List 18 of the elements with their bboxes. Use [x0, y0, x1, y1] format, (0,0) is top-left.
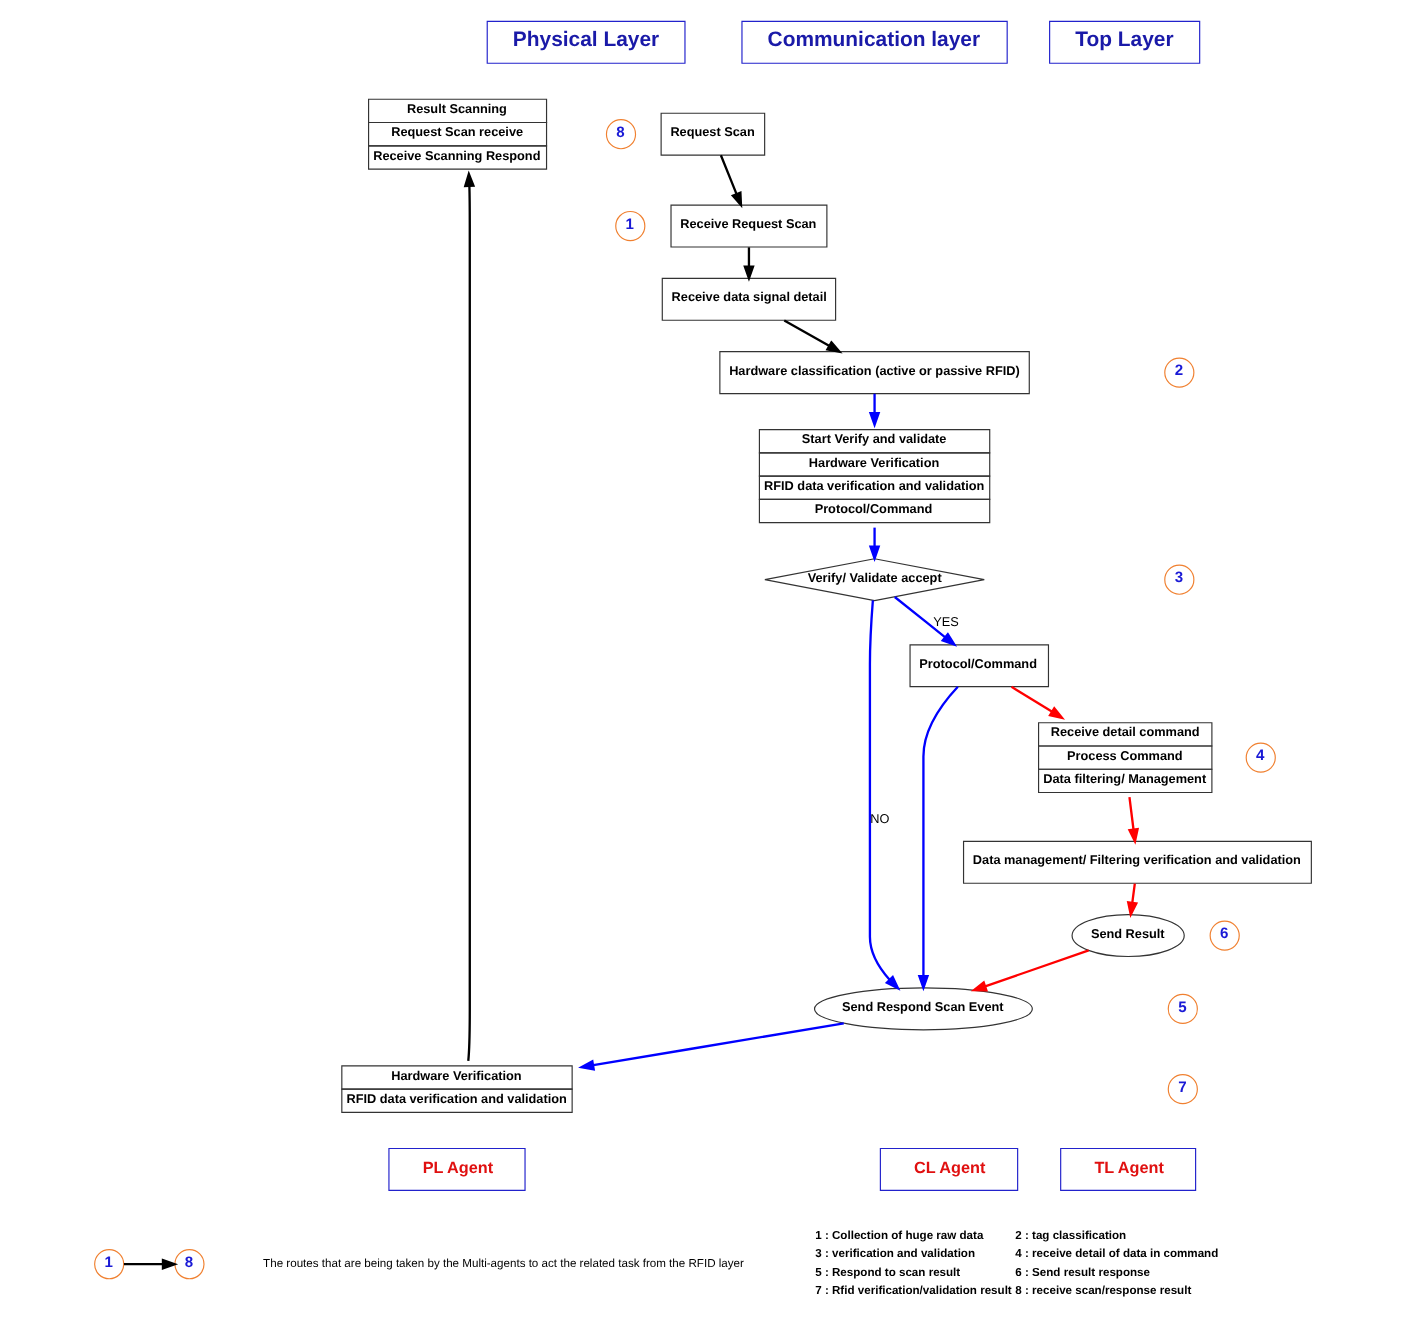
arrow	[917, 686, 959, 992]
arrow	[1127, 797, 1140, 845]
arrow	[894, 596, 958, 647]
arrow	[743, 247, 755, 282]
arrow	[868, 393, 881, 429]
arrow	[970, 949, 1090, 992]
node-box: Communication layer	[741, 20, 1008, 64]
arrow	[1126, 883, 1139, 918]
arrow	[719, 154, 743, 209]
arrow	[868, 600, 901, 991]
arrow	[1010, 685, 1066, 720]
arrow	[123, 1258, 179, 1270]
node-box: Top Layer	[1049, 20, 1201, 64]
arrow	[578, 1022, 844, 1071]
arrow	[868, 527, 881, 562]
arrow	[463, 170, 476, 1061]
arrow	[783, 319, 843, 354]
node-box: Physical Layer	[486, 20, 686, 64]
